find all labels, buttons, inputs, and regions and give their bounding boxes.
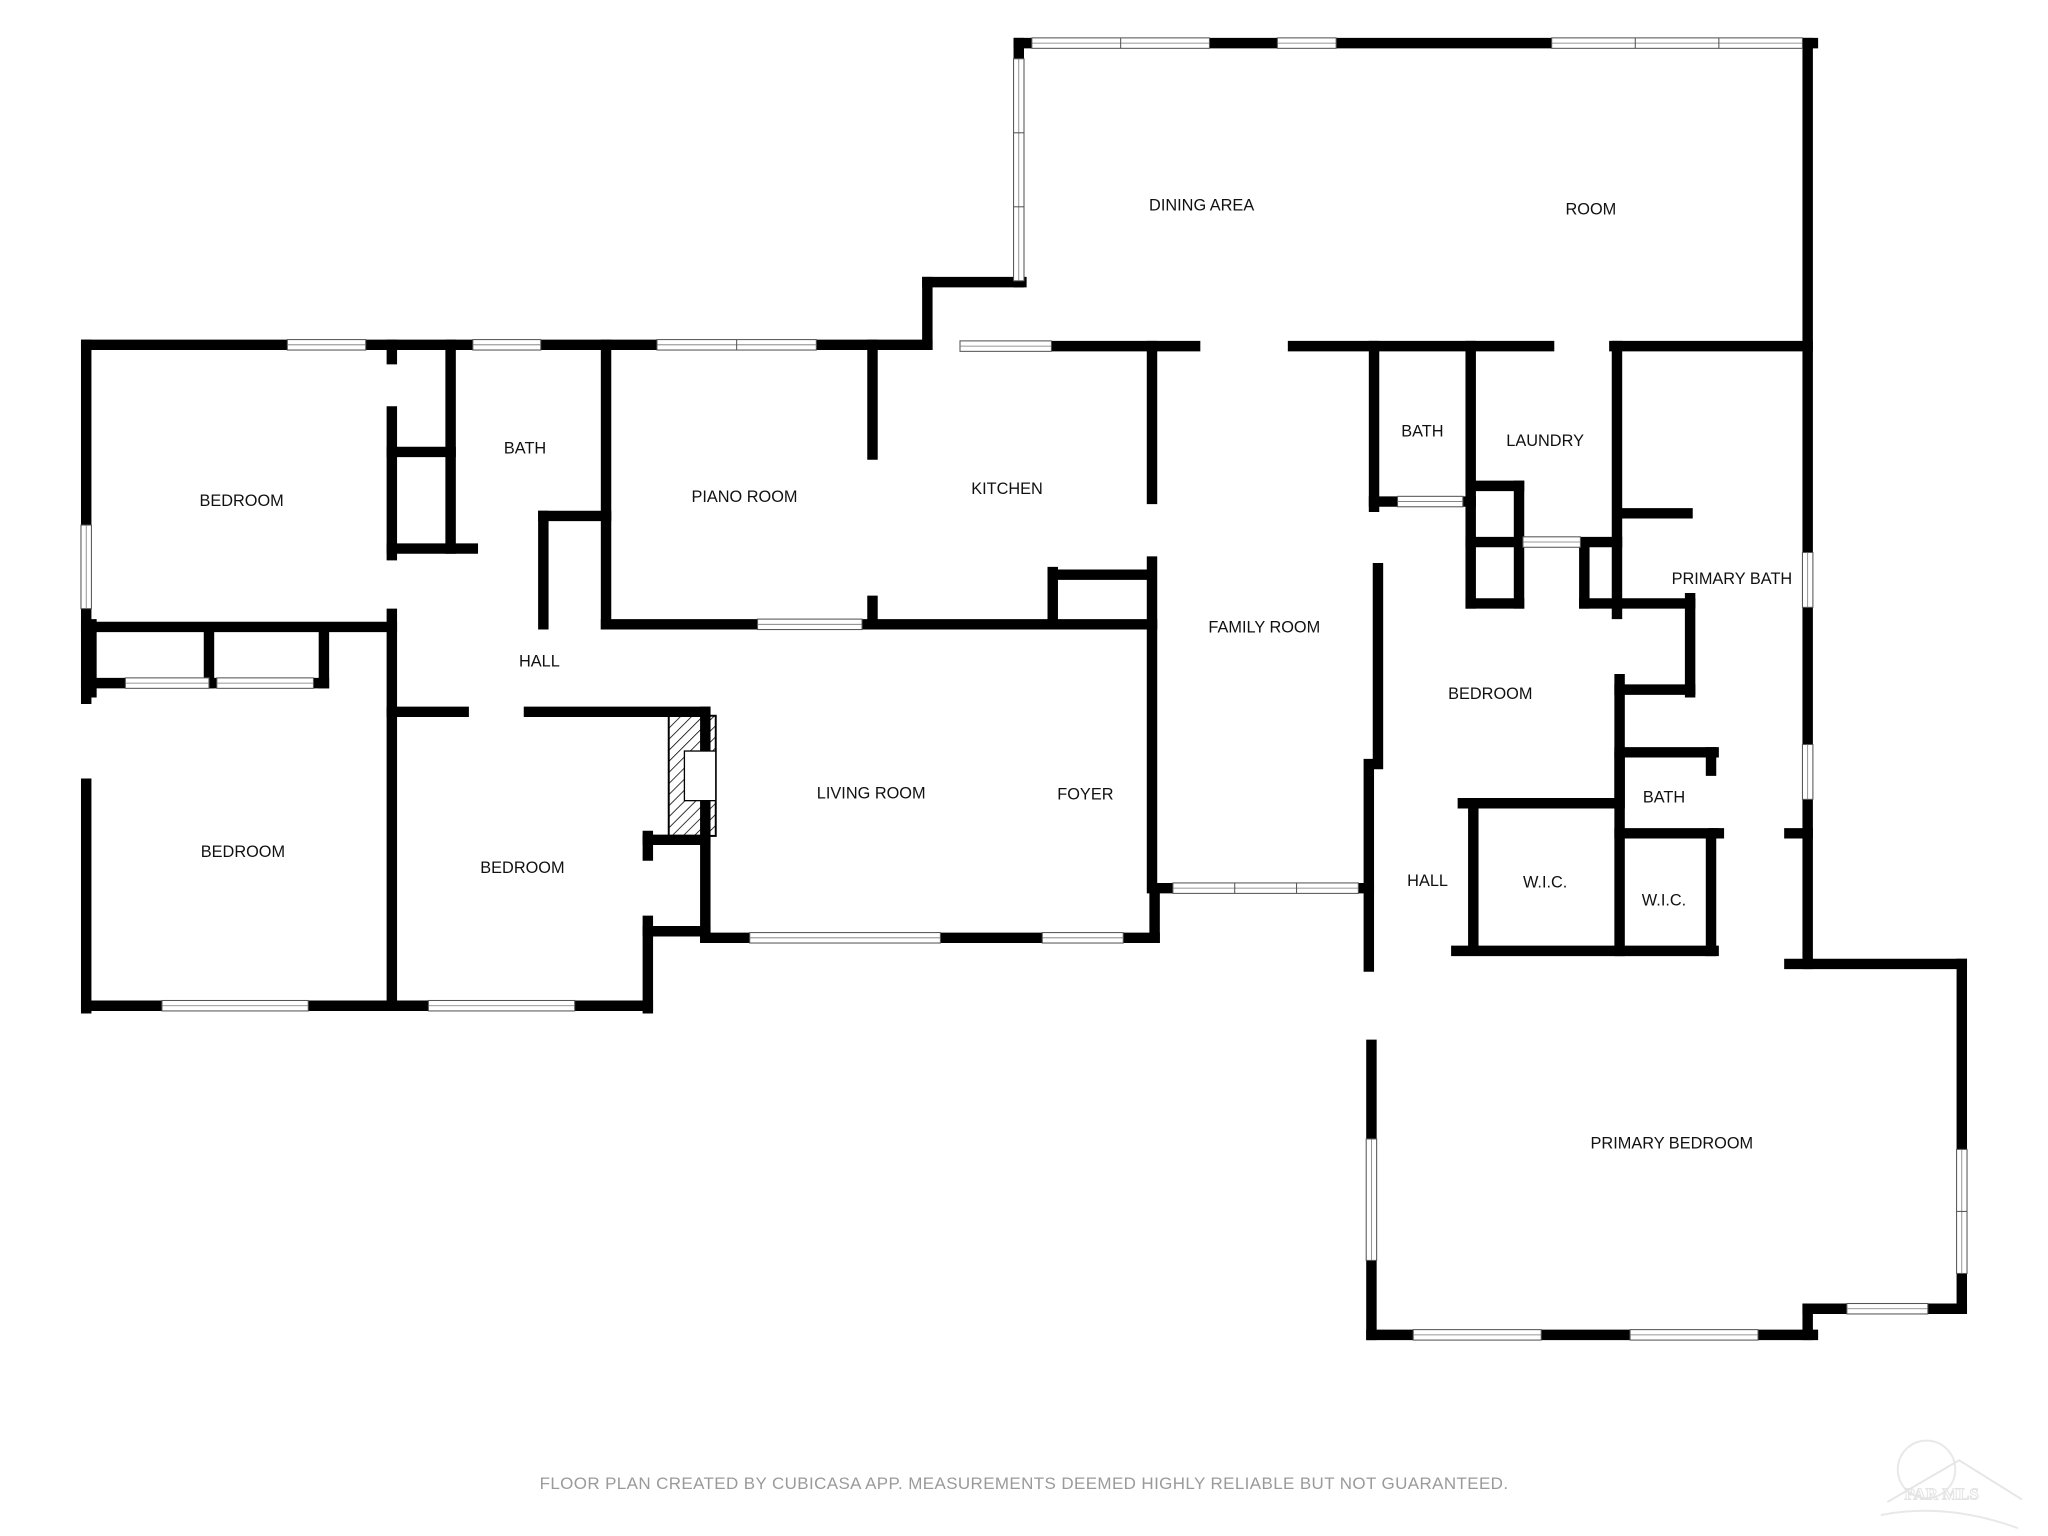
window (1013, 58, 1025, 282)
window (1397, 495, 1464, 508)
window (1801, 551, 1814, 608)
windows (80, 37, 1968, 1341)
window (959, 340, 1052, 352)
window (1365, 1138, 1378, 1261)
room-label-dining-area: DINING AREA (1149, 197, 1254, 215)
window (1801, 743, 1814, 800)
window (161, 999, 309, 1012)
window (124, 677, 210, 689)
disclaimer-footer: FLOOR PLAN CREATED BY CUBICASA APP. MEAS… (540, 1474, 1509, 1493)
room-label-foyer: FOYER (1057, 786, 1113, 804)
window (1629, 1329, 1759, 1341)
room-label-primary-bath: PRIMARY BATH (1672, 570, 1793, 588)
room-labels: DINING AREA ROOM BEDROOM BATH PIANO ROOM… (199, 197, 1792, 1153)
window (1412, 1329, 1542, 1341)
window (1031, 37, 1210, 49)
window (216, 677, 314, 689)
room-label-wic: W.I.C. (1642, 892, 1686, 910)
window (757, 618, 863, 631)
window (80, 524, 92, 610)
window (1041, 932, 1124, 944)
room-label-primary-bedroom: PRIMARY BEDROOM (1591, 1134, 1754, 1152)
window (656, 339, 817, 351)
room-label-living-room: LIVING ROOM (817, 784, 926, 802)
room-label-piano-room: PIANO ROOM (691, 488, 797, 506)
room-label-hall: HALL (519, 653, 560, 671)
room-label-laundry: LAUNDRY (1506, 432, 1584, 450)
window (1846, 1302, 1929, 1315)
window (1172, 882, 1359, 894)
room-label-bath: BATH (1401, 423, 1443, 441)
window (472, 339, 542, 351)
room-label-bedroom: BEDROOM (201, 843, 285, 861)
window (1276, 37, 1337, 49)
window (749, 932, 941, 944)
svg-text:PAR MLS: PAR MLS (1904, 1484, 1979, 1503)
room-label-room: ROOM (1565, 201, 1616, 219)
fireplace (667, 714, 717, 837)
room-label-bedroom: BEDROOM (1448, 685, 1532, 703)
window (427, 999, 576, 1012)
window (286, 339, 367, 351)
room-label-bath: BATH (504, 440, 546, 458)
window (1956, 1148, 1968, 1274)
window (1522, 536, 1581, 548)
room-label-bedroom: BEDROOM (480, 859, 564, 877)
room-label-family-room: FAMILY ROOM (1208, 619, 1320, 637)
room-label-kitchen: KITCHEN (971, 480, 1043, 498)
watermark-logo: PAR MLS (1880, 1439, 2023, 1530)
room-label-bath: BATH (1643, 788, 1685, 806)
room-label-wic: W.I.C. (1523, 873, 1567, 891)
window (1551, 37, 1803, 49)
room-label-bedroom: BEDROOM (199, 492, 283, 510)
room-label-hall: HALL (1407, 872, 1448, 890)
